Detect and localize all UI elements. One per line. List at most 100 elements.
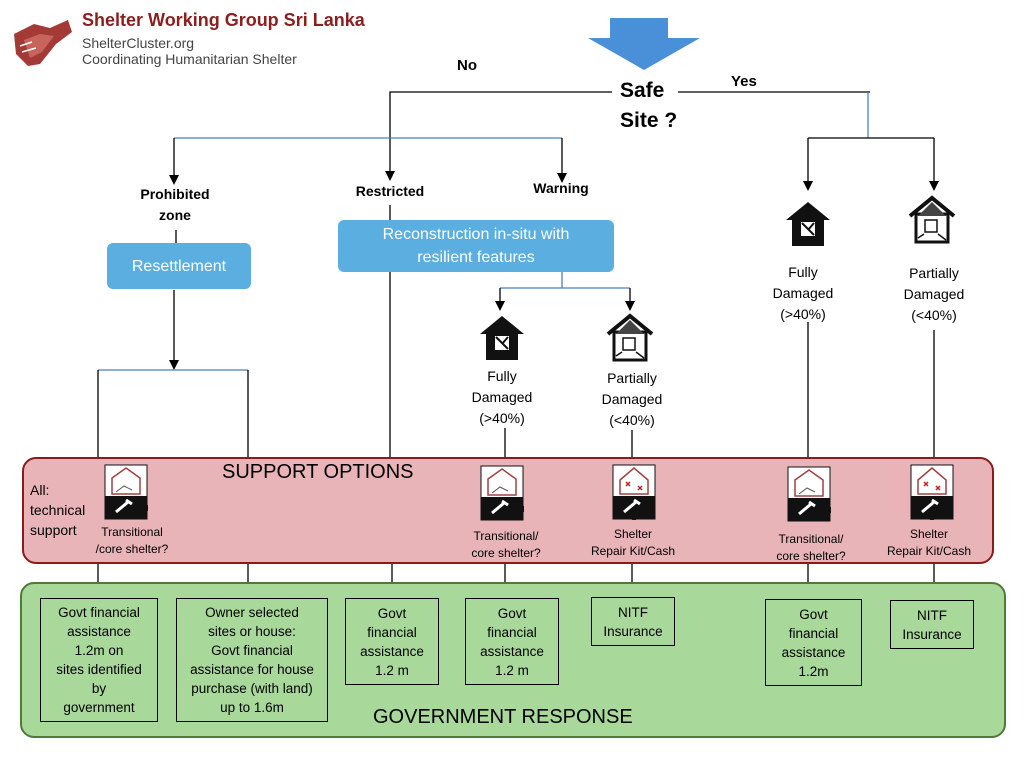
no-label: No <box>457 57 477 74</box>
support-options-title: SUPPORT OPTIONS <box>222 461 414 483</box>
gov-box-line: Govt <box>377 605 407 621</box>
gov-box-line: assistance <box>360 643 424 659</box>
gov-box-line: 1.2m <box>798 663 829 679</box>
house-full-damage-icon <box>480 316 524 360</box>
transitional-shelter-icon <box>480 465 524 521</box>
fully-line1: Fully <box>487 368 517 384</box>
repair-line1: Shelter <box>613 527 653 541</box>
gov-box-1: Govt financial assistance 1.2m on sites … <box>40 598 158 722</box>
partially-line1: Partially <box>909 265 959 281</box>
resettlement-box: Resettlement <box>107 243 251 289</box>
house-full-damage-icon <box>786 202 830 246</box>
gov-box-line: up to 1.6m <box>220 700 284 715</box>
fully-line3: (>40%) <box>780 306 826 322</box>
gov-box-line: assistance <box>781 644 846 660</box>
org-url: ShelterCluster.org <box>82 35 195 51</box>
gov-box-7: NITF Insurance <box>890 600 974 649</box>
partially-line2: Damaged <box>903 286 965 302</box>
fully-damaged-label: Fully Damaged (>40%) <box>763 262 843 325</box>
gov-box-line: NITF <box>617 604 648 620</box>
prohibited-line2: zone <box>159 207 191 223</box>
warning-label: Warning <box>533 180 589 196</box>
gov-box-line: 1.2 m <box>495 662 529 678</box>
repair-kit-icon <box>612 464 656 520</box>
yes-label: Yes <box>731 73 757 90</box>
repair-kit-option-label: Shelter Repair Kit/Cash <box>582 526 684 560</box>
gov-box-5: NITF Insurance <box>591 597 675 646</box>
all-line3: support <box>30 522 77 538</box>
partially-line3: (<40%) <box>609 412 655 428</box>
gov-box-3: Govt financial assistance 1.2 m <box>345 598 439 685</box>
transitional-alt-line1: Transitional/ <box>778 532 844 546</box>
gov-box-line: Owner selected <box>205 605 299 620</box>
restricted-label: Restricted <box>355 183 425 199</box>
gov-box-line: Govt <box>799 606 828 622</box>
transitional-line1: Transitional <box>101 525 163 539</box>
partially-line1: Partially <box>607 370 657 386</box>
prohibited-zone-label: Prohibited zone <box>128 184 222 226</box>
gov-box-line: Govt financial <box>58 605 140 620</box>
gov-box-line: sites identified <box>56 662 142 677</box>
gov-box-line: assistance <box>480 643 544 659</box>
prohibited-line1: Prohibited <box>140 186 210 202</box>
government-response-title: GOVERNMENT RESPONSE <box>373 706 633 728</box>
gov-box-line: Govt <box>497 605 527 621</box>
gov-box-2: Owner selected sites or house: Govt fina… <box>176 598 328 722</box>
all-line2: technical <box>30 502 86 518</box>
gov-box-line: Insurance <box>603 623 663 639</box>
gov-box-line: Govt financial <box>211 643 293 658</box>
repair-line1: Shelter <box>909 527 949 541</box>
fully-line3: (>40%) <box>479 410 525 426</box>
reconstruction-box: Reconstruction in-situ with resilient fe… <box>338 220 614 272</box>
gov-box-line: sites or house: <box>208 624 296 639</box>
gov-box-4: Govt financial assistance 1.2 m <box>465 598 559 685</box>
gov-box-line: purchase (with land) <box>191 681 313 696</box>
gov-box-line: Insurance <box>902 626 962 642</box>
fully-line2: Damaged <box>772 285 834 301</box>
partially-line2: Damaged <box>601 391 663 407</box>
transitional-shelter-icon <box>787 466 831 522</box>
transitional-alt-line2: core shelter? <box>776 549 846 563</box>
safe-site-question: Safe Site ? <box>620 76 677 136</box>
gov-box-line: 1.2m on <box>74 643 124 658</box>
gov-box-line: government <box>63 700 135 715</box>
partially-damaged-label: Partially Damaged (<40%) <box>890 263 978 326</box>
transitional-alt-line2: core shelter? <box>471 546 541 560</box>
org-title: Shelter Working Group Sri Lanka <box>82 10 365 30</box>
hands-logo-icon <box>14 20 72 66</box>
all-line1: All: <box>30 482 50 498</box>
repair-kit-option-label: Shelter Repair Kit/Cash <box>878 526 980 560</box>
gov-box-line: by <box>91 681 107 696</box>
down-arrow-icon <box>588 18 700 70</box>
gov-box-line: assistance <box>67 624 131 639</box>
house-partial-damage-icon <box>908 195 956 244</box>
transitional-shelter-icon <box>104 464 148 520</box>
org-tagline: Coordinating Humanitarian Shelter <box>82 51 297 67</box>
transitional-option-label: Transitional/ core shelter? <box>765 531 857 565</box>
fully-damaged-label: Fully Damaged (>40%) <box>462 366 542 429</box>
partially-line3: (<40%) <box>911 307 957 323</box>
gov-box-6: Govt financial assistance 1.2m <box>765 599 862 686</box>
house-partial-damage-icon <box>606 313 654 362</box>
all-technical-support-label: All: technical support <box>30 480 85 540</box>
gov-box-line: financial <box>367 624 417 640</box>
repair-kit-icon <box>910 464 954 520</box>
question-line1: Safe <box>620 79 665 102</box>
gov-box-line: financial <box>788 625 839 641</box>
gov-box-line: NITF <box>916 607 947 623</box>
transitional-line2: /core shelter? <box>95 542 169 556</box>
fully-line1: Fully <box>788 264 818 280</box>
repair-line2: Repair Kit/Cash <box>590 544 676 558</box>
gov-box-line: financial <box>487 624 537 640</box>
partially-damaged-label: Partially Damaged (<40%) <box>588 368 676 431</box>
question-line2: Site ? <box>620 109 678 132</box>
reconstruction-line2: resilient features <box>417 249 535 266</box>
gov-box-line: assistance for house <box>190 662 314 677</box>
reconstruction-line1: Reconstruction in-situ with <box>382 226 570 243</box>
repair-line2: Repair Kit/Cash <box>886 544 972 558</box>
transitional-option-label: Transitional /core shelter? <box>86 524 178 558</box>
transitional-alt-line1: Transitional/ <box>473 529 539 543</box>
fully-line2: Damaged <box>471 389 533 405</box>
gov-box-line: 1.2 m <box>375 662 409 678</box>
